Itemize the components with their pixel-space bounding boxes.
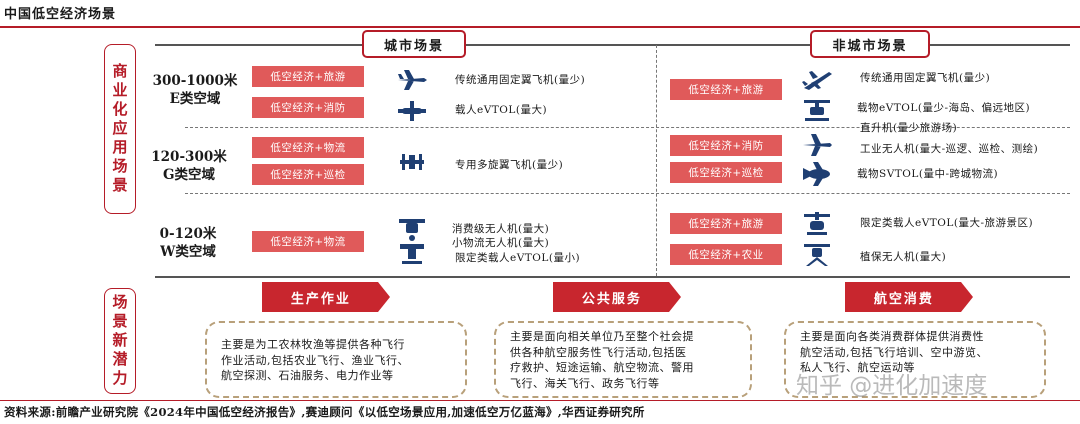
bottom-divider — [0, 400, 1080, 401]
city-desc-evtol: 载人eVTOL(量大) — [455, 104, 548, 116]
source-note: 资料来源:前瞻产业研究院《2024年中国低空经济报告》,赛迪顾问《以低空场景应用… — [4, 405, 645, 419]
noncity-desc-helicopter: 直升机(量少旅游场) — [860, 122, 958, 134]
row-separator — [185, 127, 1070, 128]
noncity-tag-agriculture: 低空经济+农业 — [670, 244, 782, 265]
limited-evtol-icon — [801, 210, 833, 238]
scenario-frame — [155, 44, 1070, 278]
airliner-icon — [801, 66, 833, 94]
city-tag-tourism: 低空经济+旅游 — [252, 66, 364, 87]
noncity-desc-fixed-wing: 传统通用固定翼飞机(量少) — [860, 72, 991, 84]
cargo-evtol-icon — [801, 97, 833, 125]
noncity-tag-tourism-low: 低空经济+旅游 — [670, 213, 782, 234]
column-separator — [656, 45, 657, 276]
row-separator — [185, 193, 1070, 194]
svtol-icon — [801, 160, 833, 188]
city-desc-limited-evtol: 限定类载人eVTOL(量小) — [455, 252, 581, 264]
potential-side-label: 场景新潜力 — [104, 288, 136, 394]
city-desc-fixed-wing: 传统通用固定翼飞机(量少) — [455, 74, 586, 86]
city-tag-inspection: 低空经济+巡检 — [252, 164, 364, 185]
box-public-service: 主要是面向相关单位乃至整个社会提 供各种航空服务性飞行活动,包括医 疗救护、短途… — [494, 321, 752, 398]
watermark: 知乎 @进化加速度 — [796, 373, 988, 399]
level-w: 0-120米 W类空域 — [159, 226, 217, 260]
arrow-aviation-consumption: 航空消费 — [845, 282, 973, 312]
arrow-production: 生产作业 — [262, 282, 390, 312]
noncity-scenario-header: 非城市场景 — [810, 30, 930, 58]
box-aviation-consumption: 主要是面向各类消费群体提供消费性 航空活动,包括飞行培训、空中游览、 私人飞行、… — [784, 321, 1046, 398]
industrial-drone-icon — [801, 131, 833, 159]
noncity-tag-firefighting: 低空经济+消防 — [670, 135, 782, 156]
box-production: 主要是为工农林牧渔等提供各种飞行 作业活动,包括农业飞行、渔业飞行、 航空探测、… — [205, 321, 467, 398]
city-desc-consumer-drone: 消费级无人机(量大) — [452, 223, 550, 235]
city-desc-multirotor: 专用多旋翼飞机(量少) — [455, 159, 564, 171]
noncity-desc-industrial-drone: 工业无人机(量大-巡逻、巡检、测绘) — [860, 143, 1039, 155]
noncity-desc-limited-evtol: 限定类载人eVTOL(量大-旅游景区) — [860, 217, 1034, 229]
noncity-desc-crop-drone: 植保无人机(量大) — [860, 251, 947, 263]
plane-icon — [396, 66, 428, 94]
city-scenario-header: 城市场景 — [362, 30, 466, 58]
arrow-public-service: 公共服务 — [553, 282, 681, 312]
top-divider — [0, 26, 1080, 28]
city-tag-firefighting: 低空经济+消防 — [252, 97, 364, 118]
consumer-drone-icon — [396, 216, 428, 268]
page-title: 中国低空经济场景 — [4, 7, 117, 22]
noncity-tag-inspection: 低空经济+巡检 — [670, 162, 782, 183]
multirotor-icon — [396, 148, 428, 176]
city-tag-logistics: 低空经济+物流 — [252, 137, 364, 158]
evtol-icon — [396, 97, 428, 125]
crop-drone-icon — [801, 240, 833, 268]
noncity-desc-svtol: 载物SVTOL(量中-跨城物流) — [857, 168, 999, 180]
level-e: 300-1000米 E类空域 — [152, 73, 238, 107]
noncity-desc-cargo-evtol: 载物eVTOL(量少-海岛、偏远地区) — [857, 102, 1031, 114]
noncity-tag-tourism: 低空经济+旅游 — [670, 79, 782, 100]
city-tag-logistics-low: 低空经济+物流 — [252, 231, 364, 252]
level-g: 120-300米 G类空域 — [151, 149, 227, 183]
city-desc-logistics-drone: 小物流无人机(量大) — [452, 237, 550, 249]
commercial-side-label: 商业化应用场景 — [104, 44, 136, 214]
